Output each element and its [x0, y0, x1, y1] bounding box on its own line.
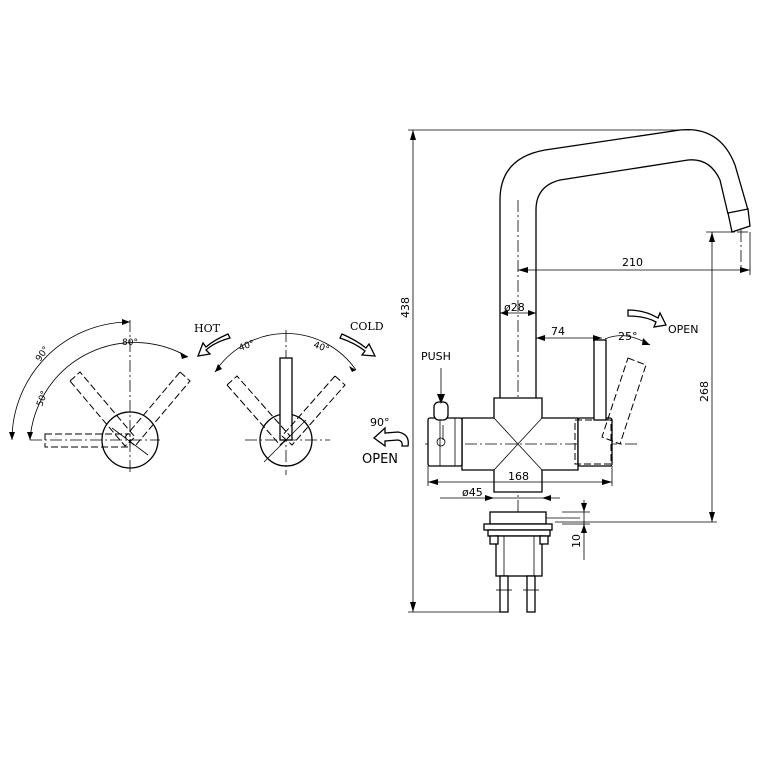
dim-spout-reach: 210 [622, 256, 643, 269]
push-handle [427, 401, 463, 467]
spout [499, 128, 751, 535]
hot-angle-label: 40° [238, 339, 256, 354]
dim-tube-diameter: ø28 [504, 301, 525, 314]
dim-spout-height: 268 [698, 381, 711, 402]
hot-label: HOT [194, 322, 221, 335]
angle-inner-label: 50° [35, 390, 50, 408]
lever-handle [574, 339, 647, 467]
faucet-side-view: 438 210 268 ø28 74 [362, 128, 751, 613]
angle-outer-label: 90° [34, 345, 51, 364]
angle-open-left: 90° [370, 416, 390, 429]
hot-cold-arc [214, 333, 357, 373]
cold-label: COLD [350, 320, 384, 333]
left-lever-view: 90° 50° 80° [9, 319, 191, 475]
open-right-arrow-icon [627, 309, 667, 328]
open-label-left: OPEN [362, 452, 398, 467]
inner-angle-arc [29, 342, 189, 441]
push-label: PUSH [421, 350, 451, 363]
faucet-base [483, 511, 580, 613]
dim-body-diameter: ø45 [462, 486, 483, 499]
dim-body-width: 168 [508, 470, 529, 483]
hot-arrow-icon [196, 333, 231, 357]
dim-total-height: 438 [399, 297, 412, 318]
cold-arrow-icon [339, 333, 377, 357]
lever-base-circle [101, 411, 159, 469]
open-label-right: OPEN [668, 323, 698, 336]
open-left-arrow-icon [372, 426, 409, 448]
hot-cold-view: HOT COLD 40° 40° [194, 320, 384, 475]
angle-open-right: 25° [618, 330, 638, 343]
angle-top-label: 80° [122, 338, 138, 348]
mixer-lever-center [279, 357, 293, 441]
dim-handle-offset: 74 [551, 325, 565, 338]
outer-angle-arc [11, 321, 131, 441]
dim-base-height: 10 [570, 534, 583, 548]
cold-angle-label: 40° [312, 340, 330, 355]
